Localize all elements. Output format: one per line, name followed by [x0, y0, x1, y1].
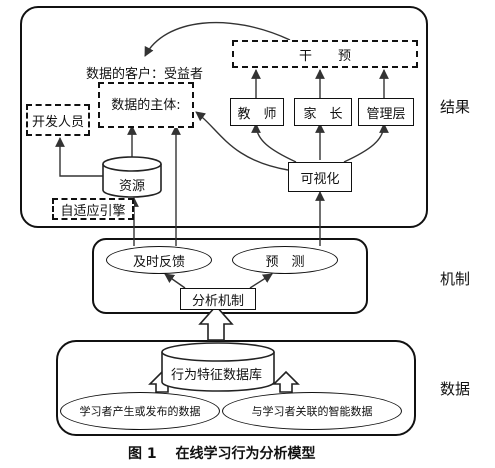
results-panel: [20, 6, 428, 228]
results-side-label: 结果: [440, 98, 471, 116]
parent-box: 家 长: [294, 98, 352, 126]
data-subject-box: 数据的主体:: [98, 82, 194, 128]
learner-generated-data-ellipse: 学习者产生或发布的数据: [60, 392, 220, 430]
teacher-box: 教 师: [230, 98, 284, 126]
management-box: 管理层: [358, 98, 414, 126]
developers-box: 开发人员: [26, 104, 90, 136]
figure-caption: 图 1 在线学习行为分析模型: [128, 446, 316, 462]
learner-related-data-ellipse: 与学习者关联的智能数据: [222, 392, 402, 430]
mechanism-side-label: 机制: [440, 270, 471, 288]
data-clients-label: 数据的客户：受益者: [86, 67, 204, 82]
timely-feedback-ellipse: 及时反馈: [106, 246, 212, 274]
data-side-label: 数据: [440, 380, 471, 398]
resources-label: 资源: [119, 179, 146, 194]
database-label: 行为特征数据库: [171, 368, 263, 383]
visualization-box: 可视化: [288, 162, 352, 192]
data-panel: [56, 340, 416, 436]
mechanism-panel: [92, 238, 368, 314]
analysis-mechanism-box: 分析机制: [180, 288, 256, 310]
adaptive-engine-box: 自适应引擎: [52, 198, 134, 220]
prediction-ellipse: 预 测: [232, 246, 338, 274]
intervention-box: 干 预: [232, 40, 418, 68]
